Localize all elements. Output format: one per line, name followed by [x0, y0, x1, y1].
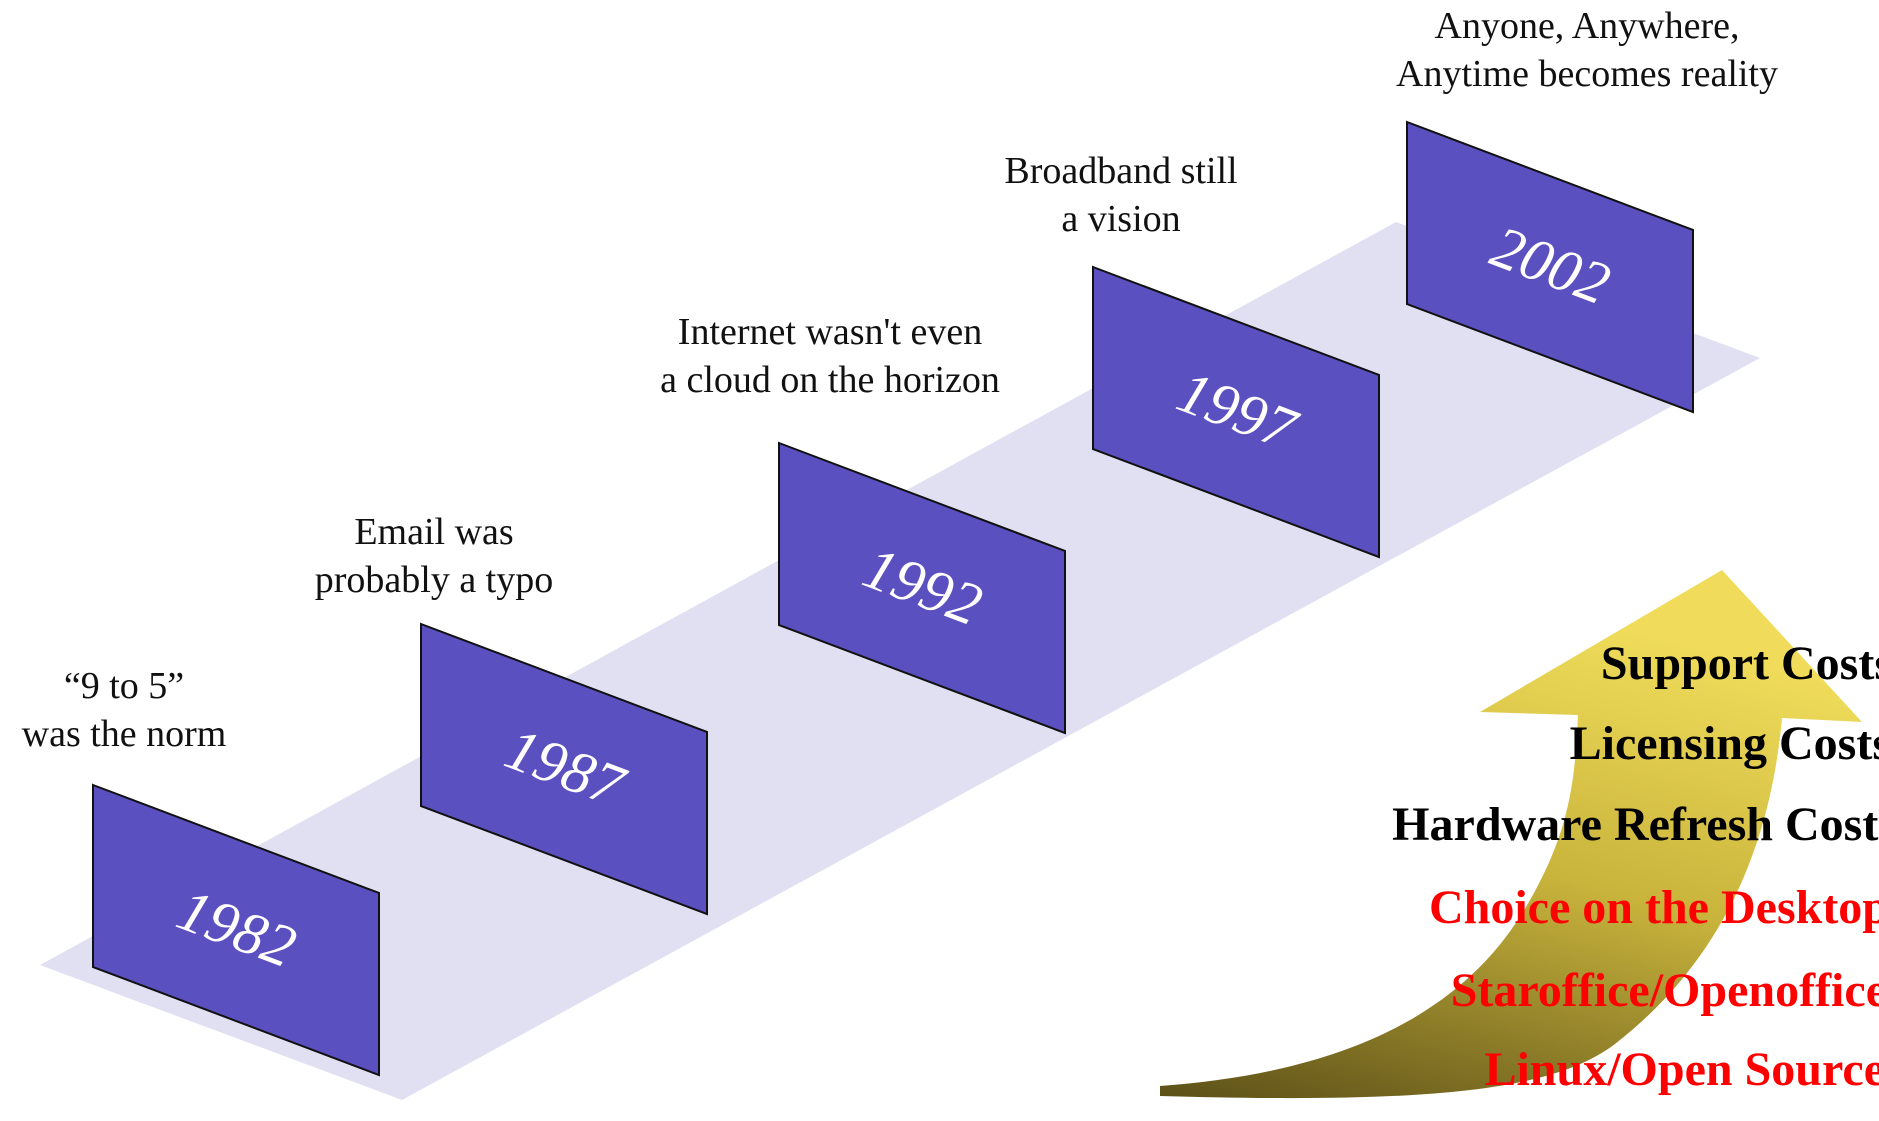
arrow-label: Linux/Open Source	[1484, 1043, 1879, 1096]
year-panel	[1092, 265, 1380, 559]
year-panel	[1406, 120, 1694, 414]
milestone-caption: Anyone, Anywhere, Anytime becomes reality	[1396, 2, 1778, 98]
arrow-label: Staroffice/Openoffice	[1450, 964, 1879, 1017]
caption-line: Anytime becomes reality	[1396, 53, 1778, 95]
milestone-caption: Internet wasn't even a cloud on the horiz…	[660, 308, 1000, 404]
caption-line: “9 to 5”	[63, 665, 185, 707]
arrow-label: Hardware Refresh Costs	[1392, 798, 1879, 851]
year-panel	[92, 783, 380, 1077]
arrow-label: Choice on the Desktop	[1428, 881, 1879, 934]
arrow-label: Support Costs	[1600, 637, 1879, 690]
caption-line: Email was	[354, 511, 514, 553]
caption-line: Broadband still	[1004, 150, 1238, 192]
milestone-caption: “9 to 5” was the norm	[22, 662, 227, 758]
caption-line: a vision	[1061, 198, 1181, 240]
arrow-label: Licensing Costs	[1569, 717, 1879, 770]
milestone-caption: Email was probably a typo	[315, 508, 554, 604]
caption-line: Anyone, Anywhere,	[1434, 5, 1740, 47]
milestone-caption: Broadband still a vision	[1004, 147, 1237, 243]
year-panel	[420, 622, 708, 916]
caption-line: Internet wasn't even	[677, 311, 983, 353]
year-panel	[778, 441, 1066, 735]
caption-line: was the norm	[21, 713, 227, 755]
growth-arrow-icon	[1160, 570, 1862, 1099]
caption-line: a cloud on the horizon	[660, 359, 1000, 401]
caption-line: probably a typo	[314, 559, 554, 601]
